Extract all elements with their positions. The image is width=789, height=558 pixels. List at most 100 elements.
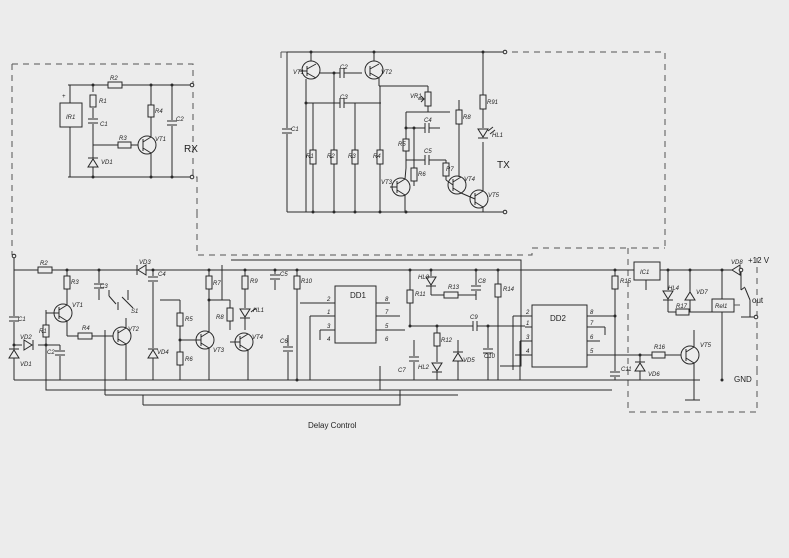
svg-text:VD1: VD1: [20, 362, 32, 368]
vplus-label: +12 V: [748, 256, 770, 265]
svg-text:R12: R12: [441, 338, 453, 344]
svg-text:R16: R16: [654, 345, 666, 351]
svg-text:VT2: VT2: [128, 327, 140, 333]
svg-text:R4: R4: [373, 154, 381, 160]
svg-text:R6: R6: [418, 172, 426, 178]
svg-text:R6: R6: [185, 357, 193, 363]
svg-text:R3: R3: [71, 280, 79, 286]
svg-text:VR1: VR1: [410, 94, 422, 100]
svg-text:R91: R91: [487, 100, 498, 106]
svg-text:VD1: VD1: [101, 160, 113, 166]
tx-block: VT1 C2 VT2 C3 C1 R1 R2 R3 R4 VR1 C4 R5 C…: [282, 49, 508, 215]
svg-text:4: 4: [327, 337, 331, 343]
svg-text:VD3: VD3: [139, 260, 151, 266]
svg-text:VT1: VT1: [155, 137, 166, 143]
svg-text:R14: R14: [503, 287, 515, 293]
svg-text:R2: R2: [110, 76, 118, 82]
svg-text:R17: R17: [676, 304, 688, 310]
svg-text:HL1: HL1: [492, 133, 503, 139]
svg-text:VD2: VD2: [20, 335, 32, 341]
svg-text:VD4: VD4: [157, 350, 169, 356]
svg-text:HL2: HL2: [418, 365, 430, 371]
svg-text:8: 8: [385, 297, 389, 303]
out-label: out: [752, 296, 764, 305]
svg-text:R4: R4: [82, 326, 90, 332]
svg-text:VT2: VT2: [381, 70, 393, 76]
svg-text:HL3: HL3: [418, 275, 430, 281]
dd2-label: DD2: [550, 314, 567, 323]
svg-text:R2: R2: [327, 154, 335, 160]
svg-text:R3: R3: [348, 154, 356, 160]
svg-text:4: 4: [526, 349, 530, 355]
svg-text:7: 7: [385, 310, 389, 316]
svg-text:+: +: [62, 94, 66, 100]
svg-text:6: 6: [385, 337, 389, 343]
svg-text:VT5: VT5: [700, 343, 712, 349]
svg-text:VD6: VD6: [648, 372, 660, 378]
svg-text:7: 7: [590, 321, 594, 327]
svg-text:C1: C1: [291, 127, 299, 133]
svg-text:R11: R11: [415, 292, 426, 298]
svg-text:R2: R2: [40, 261, 48, 267]
svg-text:VD5: VD5: [463, 358, 475, 364]
svg-text:5: 5: [590, 349, 594, 355]
svg-text:R15: R15: [620, 279, 632, 285]
gnd-label: GND: [734, 375, 752, 384]
svg-text:3: 3: [327, 324, 331, 330]
svg-text:C4: C4: [158, 272, 166, 278]
svg-text:6: 6: [590, 335, 594, 341]
svg-text:C4: C4: [424, 118, 432, 124]
svg-text:C7: C7: [398, 368, 406, 374]
module-borders: [11, 51, 758, 413]
rx-label: RX: [184, 144, 198, 155]
svg-text:2: 2: [326, 297, 331, 303]
svg-text:C2: C2: [340, 65, 348, 71]
svg-text:C10: C10: [484, 354, 496, 360]
svg-text:VD7: VD7: [696, 290, 708, 296]
svg-text:R5: R5: [398, 142, 406, 148]
rx-block: R2 R1 C1 IR1 R4 C2 R3 VT1 VD1 +: [59, 76, 195, 180]
svg-text:C8: C8: [478, 279, 486, 285]
svg-text:C1: C1: [18, 317, 26, 323]
svg-text:R1: R1: [306, 154, 314, 160]
svg-text:R5: R5: [185, 317, 193, 323]
rel1-label: Rel1: [715, 304, 727, 310]
svg-text:S1: S1: [131, 309, 138, 315]
svg-text:C11: C11: [621, 367, 632, 373]
svg-text:C9: C9: [470, 315, 478, 321]
svg-text:1: 1: [526, 321, 529, 327]
svg-text:IR1: IR1: [66, 115, 75, 121]
delay-board: [8, 253, 759, 406]
svg-text:R4: R4: [155, 109, 163, 115]
svg-text:2: 2: [525, 310, 530, 316]
svg-text:C2: C2: [176, 117, 184, 123]
svg-text:R3: R3: [119, 136, 127, 142]
ic1-label: IC1: [640, 270, 649, 276]
delay-labels: C1 VD2 VD1 R1 C2 R2 R3 VT1 R4 C3 S1 VT2 …: [18, 260, 743, 378]
svg-text:VT4: VT4: [252, 335, 264, 341]
svg-text:VT5: VT5: [488, 193, 500, 199]
svg-text:C5: C5: [424, 149, 432, 155]
svg-text:C5: C5: [280, 272, 288, 278]
dd1-label: DD1: [350, 291, 367, 300]
svg-text:R1: R1: [99, 99, 107, 105]
svg-text:R8: R8: [216, 315, 224, 321]
svg-text:R7: R7: [446, 167, 454, 173]
tx-label: TX: [497, 160, 510, 171]
svg-text:1: 1: [327, 310, 330, 316]
svg-text:R8: R8: [463, 115, 471, 121]
svg-text:C2: C2: [47, 350, 55, 356]
svg-text:3: 3: [526, 335, 530, 341]
svg-text:C3: C3: [340, 95, 348, 101]
svg-text:R1: R1: [39, 329, 47, 335]
svg-text:VT3: VT3: [213, 348, 225, 354]
svg-text:VT1: VT1: [293, 70, 304, 76]
svg-text:R13: R13: [448, 285, 460, 291]
svg-text:VD8: VD8: [731, 260, 743, 266]
svg-text:VT3: VT3: [381, 180, 393, 186]
svg-text:C1: C1: [100, 122, 108, 128]
svg-text:HL4: HL4: [668, 286, 680, 292]
svg-text:C6: C6: [280, 339, 288, 345]
